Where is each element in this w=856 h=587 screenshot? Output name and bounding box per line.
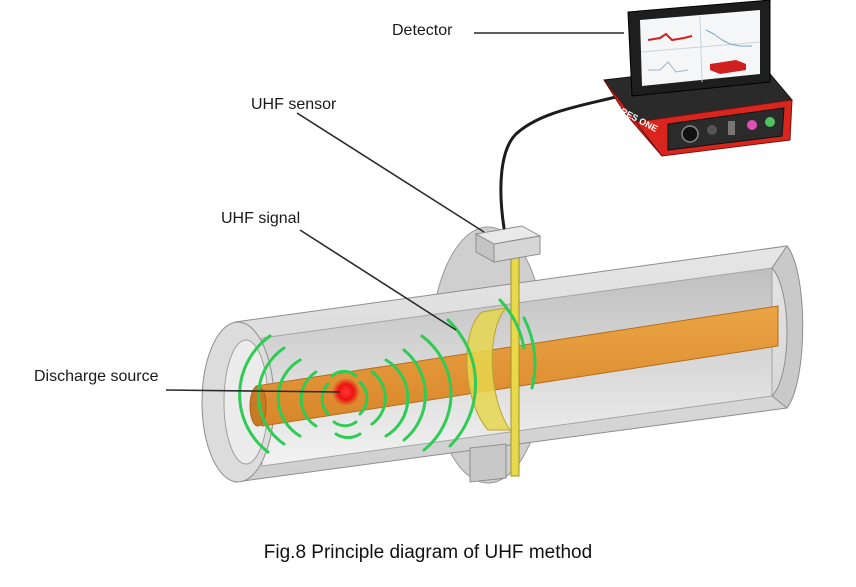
detector-port xyxy=(707,125,717,135)
wave-arc xyxy=(522,316,537,390)
wave-arc xyxy=(420,334,453,452)
leader-line-uhf-sensor xyxy=(296,112,485,233)
detector-switch xyxy=(728,121,735,135)
uhf-signal-waves xyxy=(238,298,537,454)
detector-control-panel xyxy=(667,107,785,151)
label-discharge-source: Discharge source xyxy=(34,368,159,385)
wave-arc xyxy=(299,370,318,428)
wave-arc xyxy=(358,380,369,416)
wave-arc xyxy=(370,370,387,426)
wave-arc xyxy=(238,334,272,454)
leader-line-uhf-signal xyxy=(299,229,457,331)
detector-button-pink xyxy=(747,120,757,130)
detector-device: ARES ONE xyxy=(603,0,793,157)
leader-line-discharge-source xyxy=(165,389,341,393)
wave-arc xyxy=(276,358,302,438)
wave-arc xyxy=(332,420,358,428)
sensor-probe-rod xyxy=(510,255,520,477)
discharge-source-dot xyxy=(332,378,360,406)
wave-arc xyxy=(320,382,330,416)
label-uhf-signal: UHF signal xyxy=(221,210,301,227)
detector-screen-3d-block xyxy=(710,60,746,74)
wave-arc xyxy=(446,318,478,448)
wave-arc xyxy=(330,369,358,378)
wave-arc xyxy=(498,298,526,350)
uhf-sensor-box xyxy=(474,225,542,263)
label-uhf-sensor: UHF sensor xyxy=(251,96,337,113)
sensor-box-side xyxy=(493,235,541,263)
wave-arc xyxy=(257,346,286,446)
pipe-right-end xyxy=(771,245,804,409)
leader-lines xyxy=(165,32,624,393)
flange-bottom-tab xyxy=(469,443,507,483)
wave-arc xyxy=(402,348,427,442)
wave-arc xyxy=(334,432,362,439)
sensor-cable xyxy=(499,94,622,230)
detector-connector-knob xyxy=(681,125,699,143)
detector-screen-plots xyxy=(640,15,761,83)
wave-arc xyxy=(384,358,410,438)
insulator-disc xyxy=(466,307,511,431)
detector-button-green xyxy=(765,117,775,127)
label-detector: Detector xyxy=(392,22,453,39)
figure-caption: Fig.8 Principle diagram of UHF method xyxy=(263,542,593,563)
